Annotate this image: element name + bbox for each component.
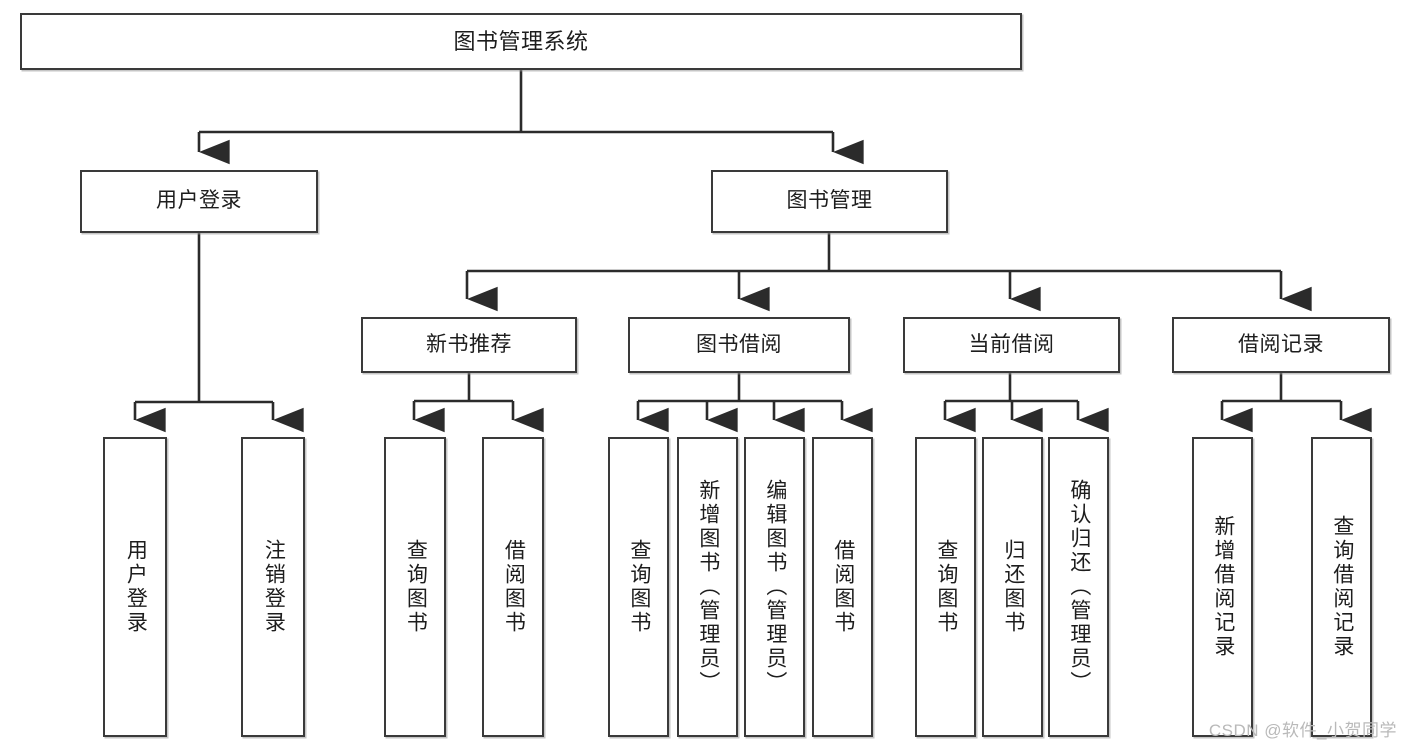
node-leaf-query-book-cb-label: 查询图书 [934,539,958,635]
node-borrow-record-label: 借阅记录 [1238,332,1324,356]
node-leaf-return-book[interactable]: 归还图书 [982,437,1043,737]
node-leaf-query-book-bb[interactable]: 查询图书 [608,437,669,737]
node-user-login[interactable]: 用户登录 [80,170,318,233]
node-leaf-logout[interactable]: 注销登录 [241,437,305,737]
node-current-borrow-label: 当前借阅 [968,332,1055,356]
node-leaf-borrow-book-bb[interactable]: 借阅图书 [812,437,873,737]
node-leaf-query-borrow-record[interactable]: 查询借阅记录 [1311,437,1372,737]
node-book-borrow[interactable]: 图书借阅 [628,317,850,373]
node-leaf-query-book-nb[interactable]: 查询图书 [384,437,446,737]
node-leaf-return-book-label: 归还图书 [1001,539,1025,635]
node-root[interactable]: 图书管理系统 [20,13,1022,70]
node-user-login-label: 用户登录 [156,189,242,213]
node-leaf-add-book-admin-label: 新增图书（管理员） [696,479,720,695]
node-new-book-recommend[interactable]: 新书推荐 [361,317,577,373]
node-leaf-borrow-book-nb-label: 借阅图书 [502,539,526,635]
node-new-book-recommend-label: 新书推荐 [426,332,512,356]
node-leaf-edit-book-admin[interactable]: 编辑图书（管理员） [744,437,805,737]
node-leaf-add-book-admin[interactable]: 新增图书（管理员） [677,437,738,737]
node-leaf-add-borrow-record[interactable]: 新增借阅记录 [1192,437,1253,737]
node-leaf-confirm-return-admin-label: 确认归还（管理员） [1067,479,1091,695]
node-book-management-label: 图书管理 [786,189,873,213]
node-leaf-query-book-nb-label: 查询图书 [404,539,428,635]
node-leaf-borrow-book-nb[interactable]: 借阅图书 [482,437,544,737]
node-leaf-add-borrow-record-label: 新增借阅记录 [1211,515,1235,659]
node-leaf-query-book-cb[interactable]: 查询图书 [915,437,976,737]
node-leaf-logout-label: 注销登录 [262,539,286,635]
node-leaf-user-login[interactable]: 用户登录 [103,437,167,737]
node-current-borrow[interactable]: 当前借阅 [903,317,1120,373]
node-borrow-record[interactable]: 借阅记录 [1172,317,1390,373]
node-leaf-query-borrow-record-label: 查询借阅记录 [1330,515,1354,659]
node-root-label: 图书管理系统 [453,28,589,54]
node-leaf-user-login-label: 用户登录 [124,539,148,635]
node-leaf-confirm-return-admin[interactable]: 确认归还（管理员） [1048,437,1109,737]
node-leaf-query-book-bb-label: 查询图书 [627,539,651,635]
node-book-borrow-label: 图书借阅 [696,332,782,356]
node-leaf-edit-book-admin-label: 编辑图书（管理员） [763,479,787,695]
node-book-management[interactable]: 图书管理 [711,170,948,233]
node-leaf-borrow-book-bb-label: 借阅图书 [831,539,855,635]
